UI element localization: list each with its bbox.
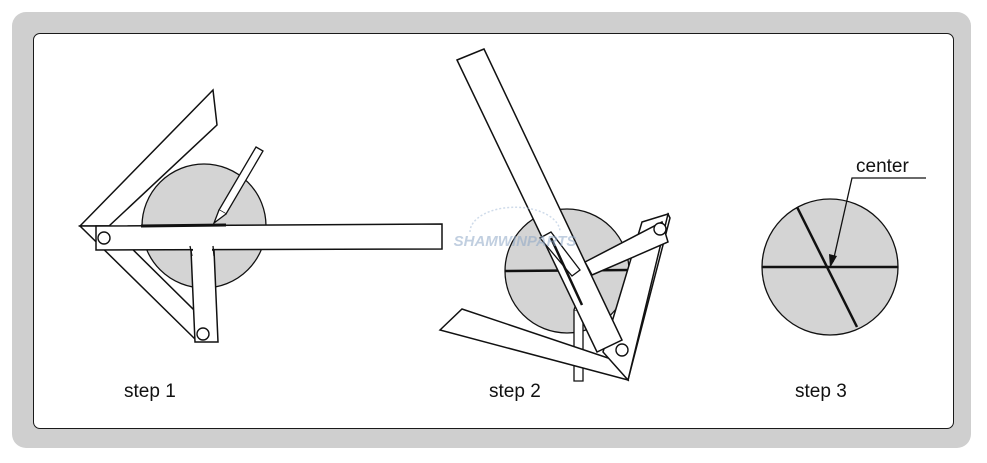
step-3-diagonal-line bbox=[795, 206, 859, 328]
step-2-rivet-top bbox=[653, 222, 667, 236]
step-1-label: step 1 bbox=[124, 381, 176, 402]
watermark-logo: SHAMWINPARTS bbox=[454, 206, 577, 250]
step-1-ruler bbox=[95, 223, 443, 251]
center-label: center bbox=[856, 156, 909, 177]
svg-text:SHAMWINPARTS: SHAMWINPARTS bbox=[454, 233, 577, 250]
step-1-scribed-line bbox=[140, 223, 227, 228]
center-arrowhead bbox=[829, 254, 837, 268]
step-2-second-line bbox=[549, 237, 584, 306]
step-2-illustration bbox=[438, 48, 671, 382]
step-1-rivet-bottom bbox=[196, 327, 210, 341]
step-3-label: step 3 bbox=[795, 381, 847, 402]
center-leader-line bbox=[832, 177, 926, 263]
step-2-label: step 2 bbox=[489, 381, 541, 402]
step-2-crossbar bbox=[583, 220, 669, 276]
step-1-rivet-left bbox=[97, 231, 111, 245]
step-3-illustration bbox=[761, 177, 926, 336]
step-2-ruler bbox=[455, 48, 623, 354]
step-2-rivet-bottom bbox=[615, 343, 629, 357]
step-1-illustration bbox=[78, 88, 443, 343]
